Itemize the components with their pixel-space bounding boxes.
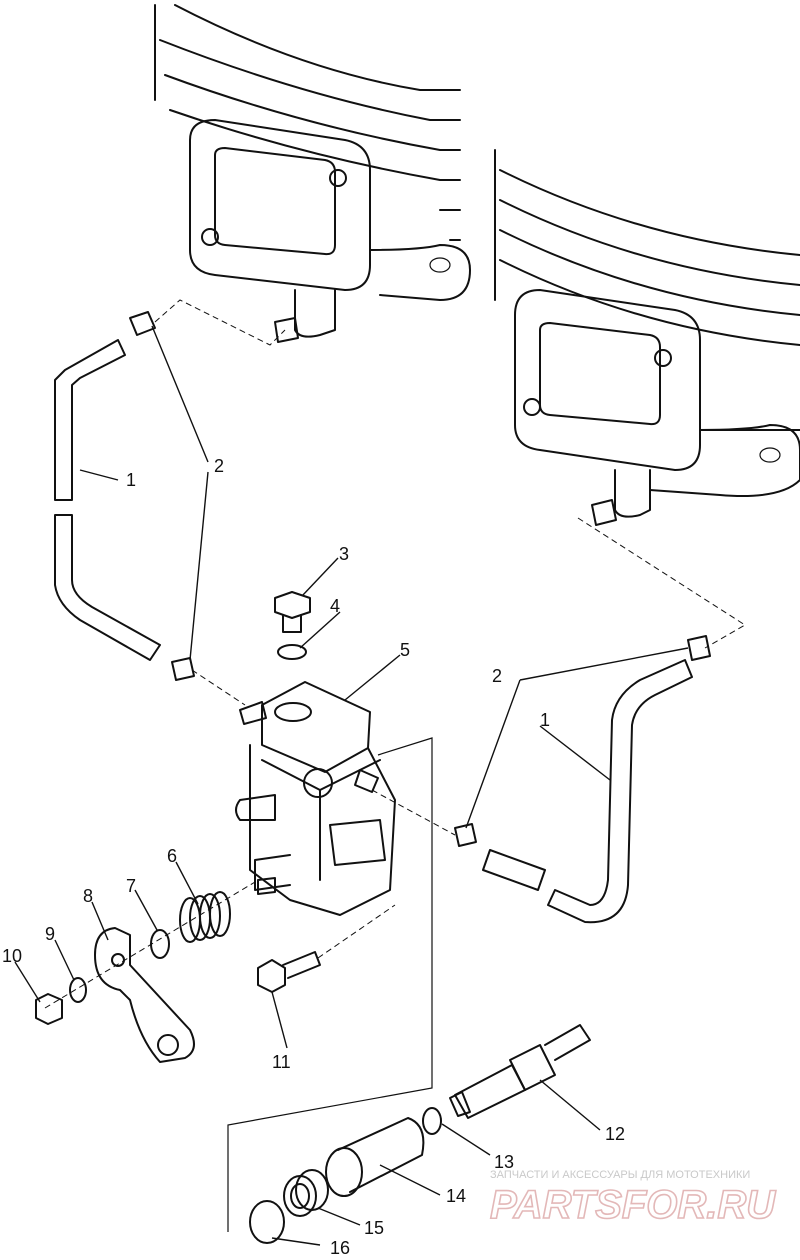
oil-pump: [235, 681, 396, 916]
assembly-line-upper-left: [154, 299, 286, 346]
assembly-line-upper-right: [577, 517, 746, 649]
callout-13: 13: [494, 1152, 514, 1172]
washer: [277, 644, 307, 660]
callout-4: 4: [330, 596, 340, 616]
hose-clamp-upper-left: [129, 311, 156, 336]
watermark-tagline: ЗАПЧАСТИ И АКСЕССУАРЫ ДЛЯ МОТОТЕХНИКИ: [490, 1169, 750, 1181]
callout-8: 8: [83, 886, 93, 906]
lever-washer: [69, 977, 87, 1003]
o-ring: [249, 1200, 285, 1244]
hose-clamp-lower-left: [171, 657, 195, 681]
callout-10: 10: [2, 946, 22, 966]
assembly-line-lower-left: [191, 669, 246, 706]
callout-2-right: 2: [492, 666, 502, 686]
assembly-line-screw: [317, 904, 396, 959]
hose-right: [482, 659, 693, 924]
hose-left: [54, 339, 161, 661]
watermark-logo: PARTSFOR.RU: [490, 1183, 776, 1227]
drive-gear: [449, 1024, 591, 1119]
callout-15: 15: [364, 1218, 384, 1238]
callout-7: 7: [126, 876, 136, 896]
callout-1-left: 1: [126, 470, 136, 490]
hose-clamp-lower-right: [454, 823, 477, 847]
cylinder-left: [154, 4, 471, 343]
mounting-screw: [257, 951, 321, 993]
group-bracket: [227, 737, 433, 1232]
spring-washer: [150, 929, 170, 959]
callout-5: 5: [400, 640, 410, 660]
hose-clamp-upper-right: [687, 635, 711, 661]
callout-3: 3: [339, 544, 349, 564]
assembly-line-lower-right: [371, 789, 456, 836]
sleeve: [325, 1117, 425, 1197]
spring: [179, 891, 231, 943]
callout-2-left: 2: [214, 456, 224, 476]
callout-1-right: 1: [540, 710, 550, 730]
cylinder-right: [494, 149, 800, 526]
oil-seal: [283, 1169, 329, 1217]
callout-14: 14: [446, 1186, 466, 1206]
callout-16: 16: [330, 1238, 350, 1258]
callout-11: 11: [272, 1052, 291, 1072]
callout-9: 9: [45, 924, 55, 944]
callout-6: 6: [167, 846, 177, 866]
callout-12: 12: [605, 1124, 625, 1144]
leader-lines: [14, 325, 689, 1246]
circlip: [422, 1107, 442, 1135]
bolt: [274, 591, 311, 633]
assembly-line-lever: [44, 881, 256, 1009]
control-lever: [94, 927, 195, 1063]
lever-nut: [35, 993, 63, 1025]
